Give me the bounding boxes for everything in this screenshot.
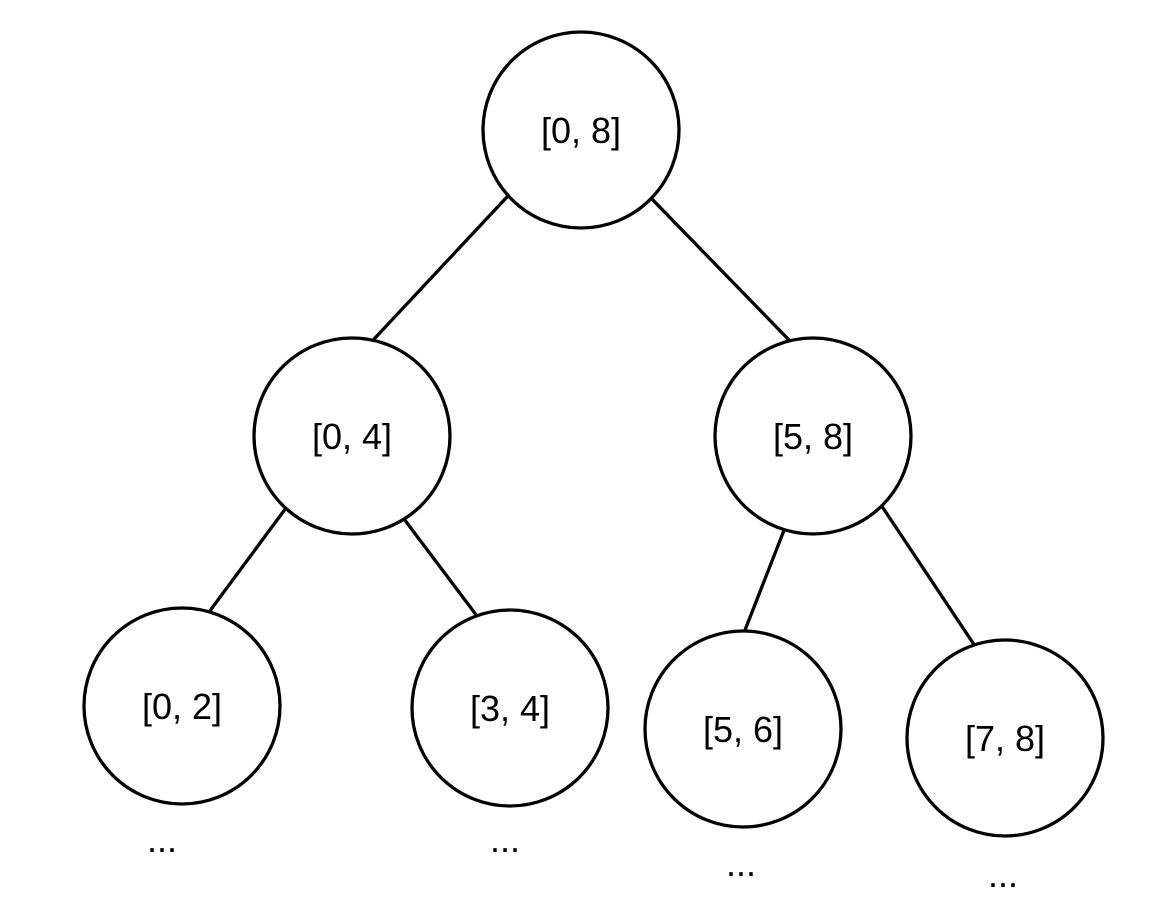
tree-node-circle-5-8 <box>713 336 913 536</box>
tree-node-label-0-8: [0, 8] <box>541 110 621 151</box>
tree-node-circle-0-8 <box>481 30 681 230</box>
continuation-ellipsis-below-7-8: ... <box>988 854 1018 895</box>
tree-node-5-6: [5, 6] <box>643 629 843 829</box>
continuation-ellipsis-below-0-2: ... <box>147 819 177 860</box>
tree-node-label-5-8: [5, 8] <box>773 416 853 457</box>
continuation-ellipsis-below-3-4: ... <box>490 819 520 860</box>
tree-node-0-8: [0, 8] <box>481 30 681 230</box>
tree-node-circle-5-6 <box>643 629 843 829</box>
tree-node-3-4: [3, 4] <box>410 608 610 808</box>
tree-node-label-0-2: [0, 2] <box>142 686 222 727</box>
continuation-ellipsis-below-5-6: ... <box>726 843 756 884</box>
tree-node-circle-0-4 <box>252 336 452 536</box>
tree-node-7-8: [7, 8] <box>905 638 1105 838</box>
tree-edge-5-8-to-5-6 <box>739 522 789 641</box>
tree-node-0-4: [0, 4] <box>252 336 452 536</box>
tree-node-circle-0-2 <box>82 606 282 806</box>
tree-node-label-0-4: [0, 4] <box>312 416 392 457</box>
tree-node-label-5-6: [5, 6] <box>703 709 783 750</box>
tree-edge-0-8-to-0-4 <box>366 188 516 347</box>
tree-edge-0-4-to-0-2 <box>204 502 291 618</box>
tree-node-label-3-4: [3, 4] <box>470 688 550 729</box>
tree-edge-0-8-to-5-8 <box>640 187 799 350</box>
tree-node-label-7-8: [7, 8] <box>965 718 1045 759</box>
tree-node-5-8: [5, 8] <box>713 336 913 536</box>
tree-node-0-2: [0, 2] <box>82 606 282 806</box>
tree-edge-5-8-to-7-8 <box>875 498 981 653</box>
tree-edge-0-4-to-3-4 <box>396 509 479 618</box>
tree-node-circle-3-4 <box>410 608 610 808</box>
tree-node-circle-7-8 <box>905 638 1105 838</box>
